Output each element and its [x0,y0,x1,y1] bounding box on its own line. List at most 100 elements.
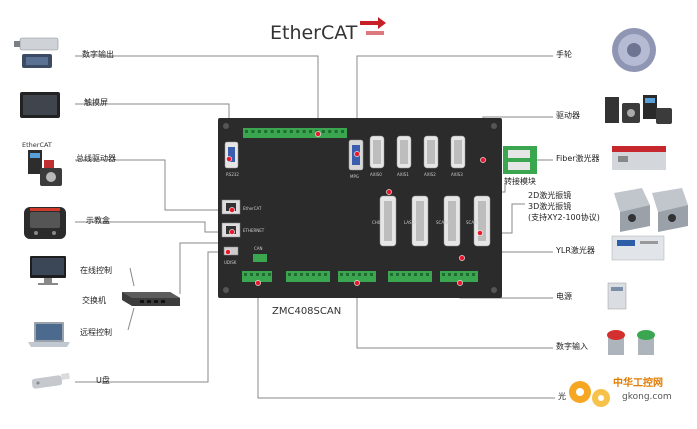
connection-dot [226,156,232,162]
label-ylr-laser: YLR激光器 [556,246,595,255]
connection-dot [255,280,261,286]
port-label-can: CAN [254,246,263,251]
adapter-module-icon [503,146,537,174]
terminal-pin [442,273,445,276]
terminal-pin [251,130,255,133]
terminal-pin [352,273,355,276]
port-label-ethernet: ETHERNET [243,228,265,233]
connection-dot [480,157,486,163]
left-devices: EtherCAT [14,37,180,389]
label-digital-input: 数字输入 [556,342,588,351]
terminal-pin [318,273,321,276]
label-fiber-laser: Fiber激光器 [556,154,600,163]
terminal-pin [414,273,417,276]
label-galvo-2d: 2D激光振镜 [528,191,572,200]
fiber-laser-icon [612,146,666,170]
label-online-control: 在线控制 [80,266,112,275]
touch-screen-icon [20,92,60,118]
gear-icon [569,381,610,407]
port-label-axis: AXIS3 [451,172,463,177]
terminal-pin [262,273,265,276]
terminal-pin [256,273,259,276]
mount-hole [223,123,229,129]
port-label-scan: SCAN0 [436,220,450,225]
label-teach-pendant: 示教盒 [86,216,110,225]
connection-dot [315,131,321,137]
servo-drive-icon [28,150,62,186]
axis-port-pins [373,140,381,164]
port-label-mpg: MPG [350,174,359,179]
terminal-pin [321,130,325,133]
terminal-pin [408,273,411,276]
label-galvo-3d: 3D激光振镜 [528,202,572,211]
port-label-ethercat: EtherCAT [243,206,262,211]
terminal-pin [396,273,399,276]
axis-port-pins [454,140,462,164]
terminal-pin [340,273,343,276]
label-handwheel: 手轮 [556,50,572,59]
port-label-scan: LASER [404,220,417,225]
port-label-axis: AXIS1 [397,172,409,177]
terminal-pin [296,130,300,133]
terminal-pin [270,130,274,133]
push-buttons-icon [607,330,655,355]
ethercat-port-jack [226,203,236,211]
terminal-pin [288,273,291,276]
laptop-icon [28,322,70,347]
rs232-port-core [228,147,235,162]
terminal-pin [448,273,451,276]
terminal-pin [302,130,306,133]
port-label-udisk: UDISK [224,260,237,265]
pneumatic-cylinder-icon [14,37,59,68]
terminal-pin [277,130,280,133]
monitor-icon [30,256,66,285]
drivers-icon [605,95,672,124]
terminal-pin [402,273,405,276]
axis-port-pins [427,140,435,164]
terminal-pin [472,273,475,276]
watermark-url: gkong.com [622,392,672,402]
terminal-pin [294,273,297,276]
terminal-pin [454,273,457,276]
connection-dot [229,229,235,235]
label-galvo-support: (支持XY2-100协议) [528,213,600,222]
port-label-scan: SCAN1 [466,220,480,225]
label-remote-control: 远程控制 [80,328,112,337]
connection-dot [459,255,465,261]
terminal-pin [328,130,332,133]
line-digital-input [356,283,553,349]
line-online-switch [129,267,135,287]
bottom-terminal-block [286,271,330,282]
label-driver: 驱动器 [556,111,580,120]
terminal-pin [346,273,349,276]
port-label-rs232: RS232 [226,172,239,177]
terminal-pin [264,130,268,133]
ethercat-logo: EtherCAT [270,17,386,44]
terminal-pin [268,273,271,276]
terminal-pin [334,130,338,133]
terminal-pin [370,273,373,276]
terminal-pin [364,273,367,276]
line-switch-link [179,242,228,294]
right-devices [503,28,688,355]
line-touch-screen [75,103,230,155]
connection-dot [225,249,231,255]
port-label-axis: AXIS0 [370,172,382,177]
scan-port-pins [416,201,424,241]
scan-port-pins [448,201,456,241]
ethercat-logo-arrow [360,17,386,29]
mount-hole [491,123,497,129]
terminal-pin [257,130,261,133]
label-bottom: 光 [558,392,566,401]
line-remote-switch [127,307,135,331]
terminal-pin [245,130,248,133]
label-touch-screen: 触摸屏 [84,98,108,107]
terminal-pin [341,130,344,133]
ethercat-logo-text: EtherCAT [270,22,358,44]
connection-dot [354,280,360,286]
bottom-terminal-block [338,271,376,282]
top-terminal-block [243,128,347,138]
line-bottom [257,283,555,399]
